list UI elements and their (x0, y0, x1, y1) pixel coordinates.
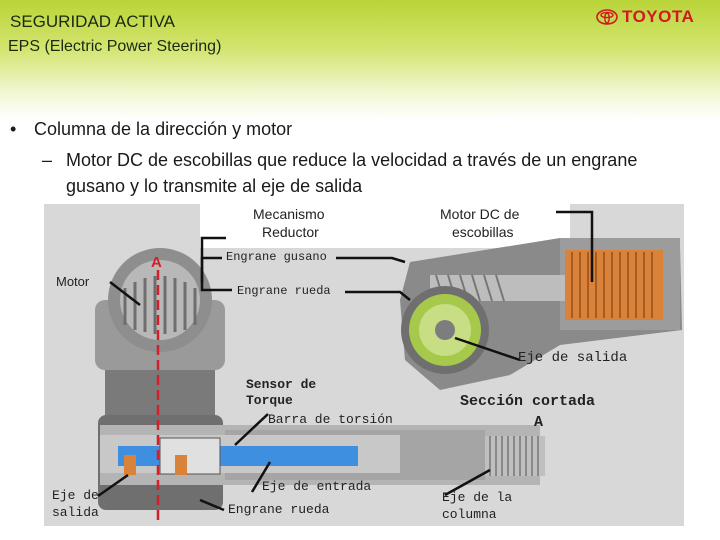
motor-assembly (95, 248, 225, 510)
label-eje-columna-1: Eje de la (442, 490, 513, 505)
brand-name: TOYOTA (622, 7, 695, 26)
label-barra-torsion: Barra de torsión (268, 412, 393, 427)
column-shaft (100, 425, 545, 485)
label-engrane-gusano: Engrane gusano (226, 250, 327, 264)
label-sensor-1: Sensor de (246, 377, 317, 392)
label-eje-salida-left-2: salida (52, 505, 99, 520)
label-seccion-2: A (534, 414, 544, 431)
label-sensor-2: Torque (246, 393, 293, 408)
label-eje-salida-left-1: Eje de (52, 488, 99, 503)
bullet-text-1: Columna de la dirección y motor (34, 119, 293, 139)
section-marker-a: A (151, 254, 162, 271)
bullet-marker-1: • (10, 119, 17, 139)
label-mecanismo-1: Mecanismo (253, 206, 325, 222)
label-engrane-rueda-top: Engrane rueda (237, 284, 331, 298)
slide-title: SEGURIDAD ACTIVA (10, 12, 175, 31)
bullet-text-2-cont: gusano y lo transmite al eje de salida (66, 176, 363, 196)
label-eje-columna-2: columna (442, 507, 497, 522)
label-motor: Motor (56, 274, 90, 289)
leader-lines (97, 210, 594, 512)
label-motor-dc-1: Motor DC de (440, 206, 520, 222)
label-seccion-1: Sección cortada (460, 393, 596, 410)
label-engrane-rueda-bottom: Engrane rueda (228, 502, 330, 517)
slide-subtitle: EPS (Electric Power Steering) (8, 38, 222, 55)
dc-motor-cutaway (400, 238, 682, 390)
header-band (0, 0, 720, 120)
label-eje-salida-right: Eje de salida (518, 350, 628, 366)
label-mecanismo-2: Reductor (262, 224, 319, 240)
label-motor-dc-2: escobillas (452, 224, 514, 240)
label-eje-entrada: Eje de entrada (262, 479, 372, 494)
label-area (200, 204, 570, 248)
bullet-marker-2: – (42, 150, 53, 170)
bullet-text-2: Motor DC de escobillas que reduce la vel… (66, 150, 638, 170)
toyota-emblem-icon (596, 9, 618, 25)
toyota-logo: TOYOTA (596, 6, 712, 28)
